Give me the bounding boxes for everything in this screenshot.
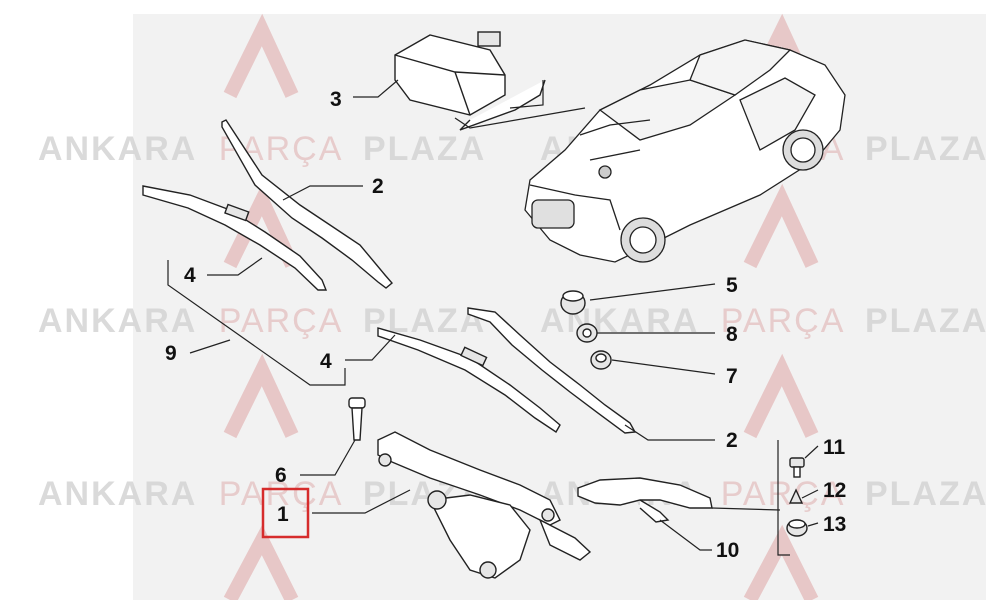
watermark-word-plaza: PLAZA	[865, 475, 988, 513]
part-10-bracket	[577, 477, 713, 523]
callout-6: 6	[275, 464, 287, 487]
callout-labels: 3 2 4 9 4 5 8 7 2 6 10 11 12 13 1	[165, 88, 846, 562]
callout-2-lower: 2	[726, 429, 738, 452]
part-11-screw	[789, 457, 805, 478]
callout-9: 9	[165, 342, 177, 365]
watermark-word-parca: PARÇA	[721, 302, 844, 340]
part-13-grommet	[786, 519, 808, 537]
watermark-word-parca: PARÇA	[721, 475, 844, 513]
callout-4-lower: 4	[320, 350, 332, 373]
callout-12: 12	[823, 479, 846, 502]
part-2-wiper-arm-lower	[467, 307, 637, 434]
part-7-seal	[590, 350, 612, 370]
part-6-bolt	[348, 397, 366, 441]
callout-13: 13	[823, 513, 846, 536]
watermark-word-plaza: PLAZA	[865, 130, 988, 168]
part-2-wiper-arm-upper	[221, 119, 393, 289]
callout-11: 11	[823, 436, 846, 459]
watermark-word-parca: PARÇA	[219, 475, 342, 513]
watermark-word-ankara: ANKARA	[38, 130, 197, 168]
watermark-word-ankara: ANKARA	[38, 475, 197, 513]
svg-text:ANKARA PARÇA P: ANKARA PARÇA PLAZA	[38, 302, 486, 340]
part-1-wiper-linkage-motor	[377, 431, 592, 579]
car-illustration	[524, 39, 846, 263]
svg-text:ANKARA PARÇA P: ANKARA PARÇA PLAZA	[38, 130, 486, 168]
callout-1-highlight-box	[261, 487, 310, 539]
part-5-cap	[560, 290, 586, 315]
part-4-wiper-blade-upper	[142, 185, 328, 291]
diagram-background	[133, 14, 986, 600]
callout-8: 8	[726, 323, 738, 346]
part-12-clip	[788, 488, 804, 504]
callout-3: 3	[330, 88, 342, 111]
callout-4-upper: 4	[184, 264, 196, 287]
watermark-word-plaza: PLAZA	[865, 302, 988, 340]
watermark-word-plaza: PLAZA	[363, 130, 486, 168]
svg-text:ANKARA PARÇA P: ANKARA PARÇA PLAZA	[38, 475, 486, 513]
part-4-wiper-blade-lower	[377, 327, 561, 433]
leader-lines	[167, 79, 819, 556]
callout-2-upper: 2	[372, 175, 384, 198]
part-8-nut	[576, 323, 598, 343]
callout-1: 1	[277, 503, 289, 526]
callout-5: 5	[726, 274, 738, 297]
svg-text:ANKARA PARÇA P: ANKARA PARÇA PLAZA	[540, 302, 988, 340]
watermark-word-parca: PARÇA	[219, 302, 342, 340]
part-3-control-unit	[394, 31, 546, 131]
watermark-word-ankara: ANKARA	[38, 302, 197, 340]
callout-10: 10	[716, 539, 739, 562]
callout-7: 7	[726, 365, 738, 388]
